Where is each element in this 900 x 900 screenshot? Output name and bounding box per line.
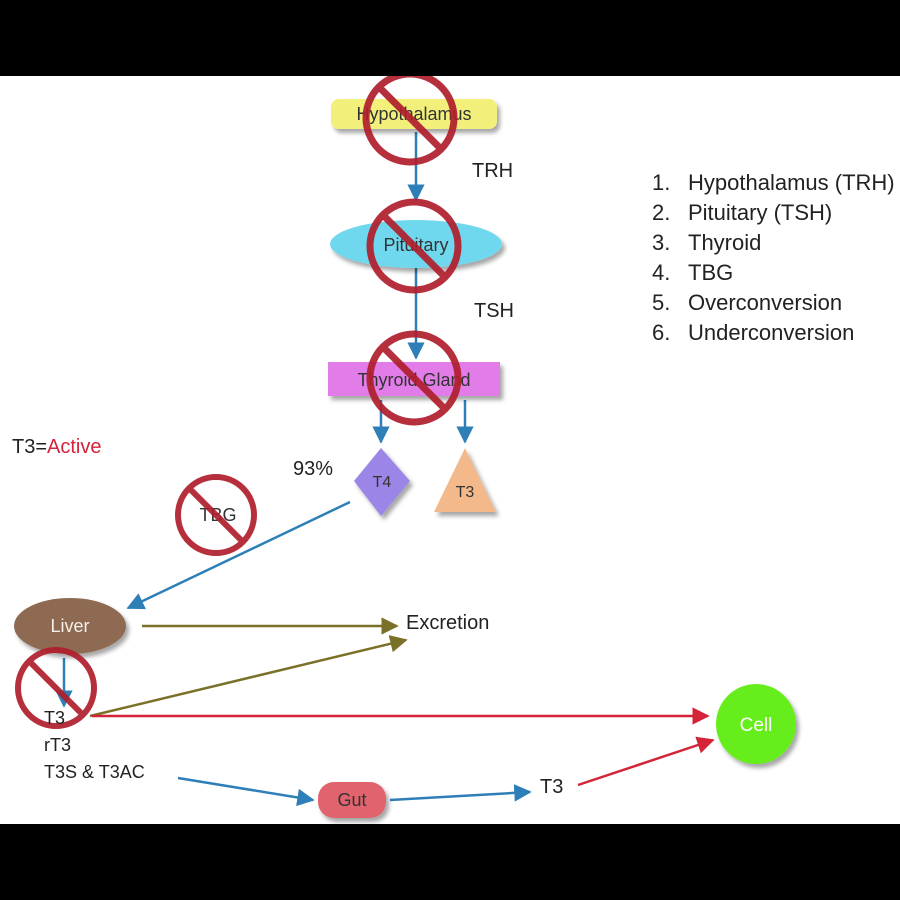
t4-label: T4 <box>373 474 392 491</box>
excretion-label: Excretion <box>406 612 490 634</box>
arrow-gut-t3 <box>389 784 532 802</box>
percent-label: 93% <box>293 458 334 480</box>
gut-node: Gut <box>318 782 386 818</box>
diagram-canvas: Hypothalamus Pituitary Thyroid Gland T4 … <box>0 76 900 824</box>
no-sign-thyroid-icon <box>366 330 462 426</box>
legend-item: 4.TBG <box>652 260 734 285</box>
liver-label: Liver <box>50 616 89 636</box>
arrow-t4-liver <box>126 500 351 610</box>
active-word: Active <box>47 436 102 458</box>
liver-output-t3s: T3S & T3AC <box>44 762 145 782</box>
legend-item: 5.Overconversion <box>652 290 843 315</box>
arrow-gut-t3-cell <box>577 736 715 787</box>
cell-node: Cell <box>716 684 796 764</box>
t3-node: T3 <box>434 448 496 512</box>
tsh-label: TSH <box>474 300 514 322</box>
arrow-t3s-gut <box>177 776 315 807</box>
trh-label: TRH <box>472 160 514 182</box>
no-sign-hypothalamus-icon <box>362 76 458 166</box>
active-note: T3=Active <box>12 436 102 459</box>
hypothalamus-label: Hypothalamus <box>356 104 471 124</box>
legend-list: 1.Hypothalamus (TRH) 2.Pituitary (TSH) 3… <box>652 168 895 348</box>
legend-item: 6.Underconversion <box>652 320 855 345</box>
no-sign-conversion-icon <box>15 647 97 729</box>
gut-label: Gut <box>337 790 366 810</box>
legend-item: 2.Pituitary (TSH) <box>652 200 833 225</box>
gut-output-t3: T3 <box>540 776 564 798</box>
liver-node: Liver <box>14 598 126 654</box>
liver-output-rt3: rT3 <box>44 735 71 755</box>
diagram-svg: Hypothalamus Pituitary Thyroid Gland T4 … <box>14 76 796 818</box>
no-sign-tbg-icon <box>175 474 257 556</box>
arrow-t3-excretion <box>89 635 408 718</box>
legend-item: 1.Hypothalamus (TRH) <box>652 170 895 195</box>
no-sign-pituitary-icon <box>366 198 462 294</box>
t3-label: T3 <box>456 484 475 501</box>
legend-item: 3.Thyroid <box>652 230 762 255</box>
cell-label: Cell <box>740 715 773 736</box>
t4-node: T4 <box>354 448 410 516</box>
active-prefix: T3= <box>12 436 48 458</box>
liver-output-t3: T3 <box>44 708 66 728</box>
